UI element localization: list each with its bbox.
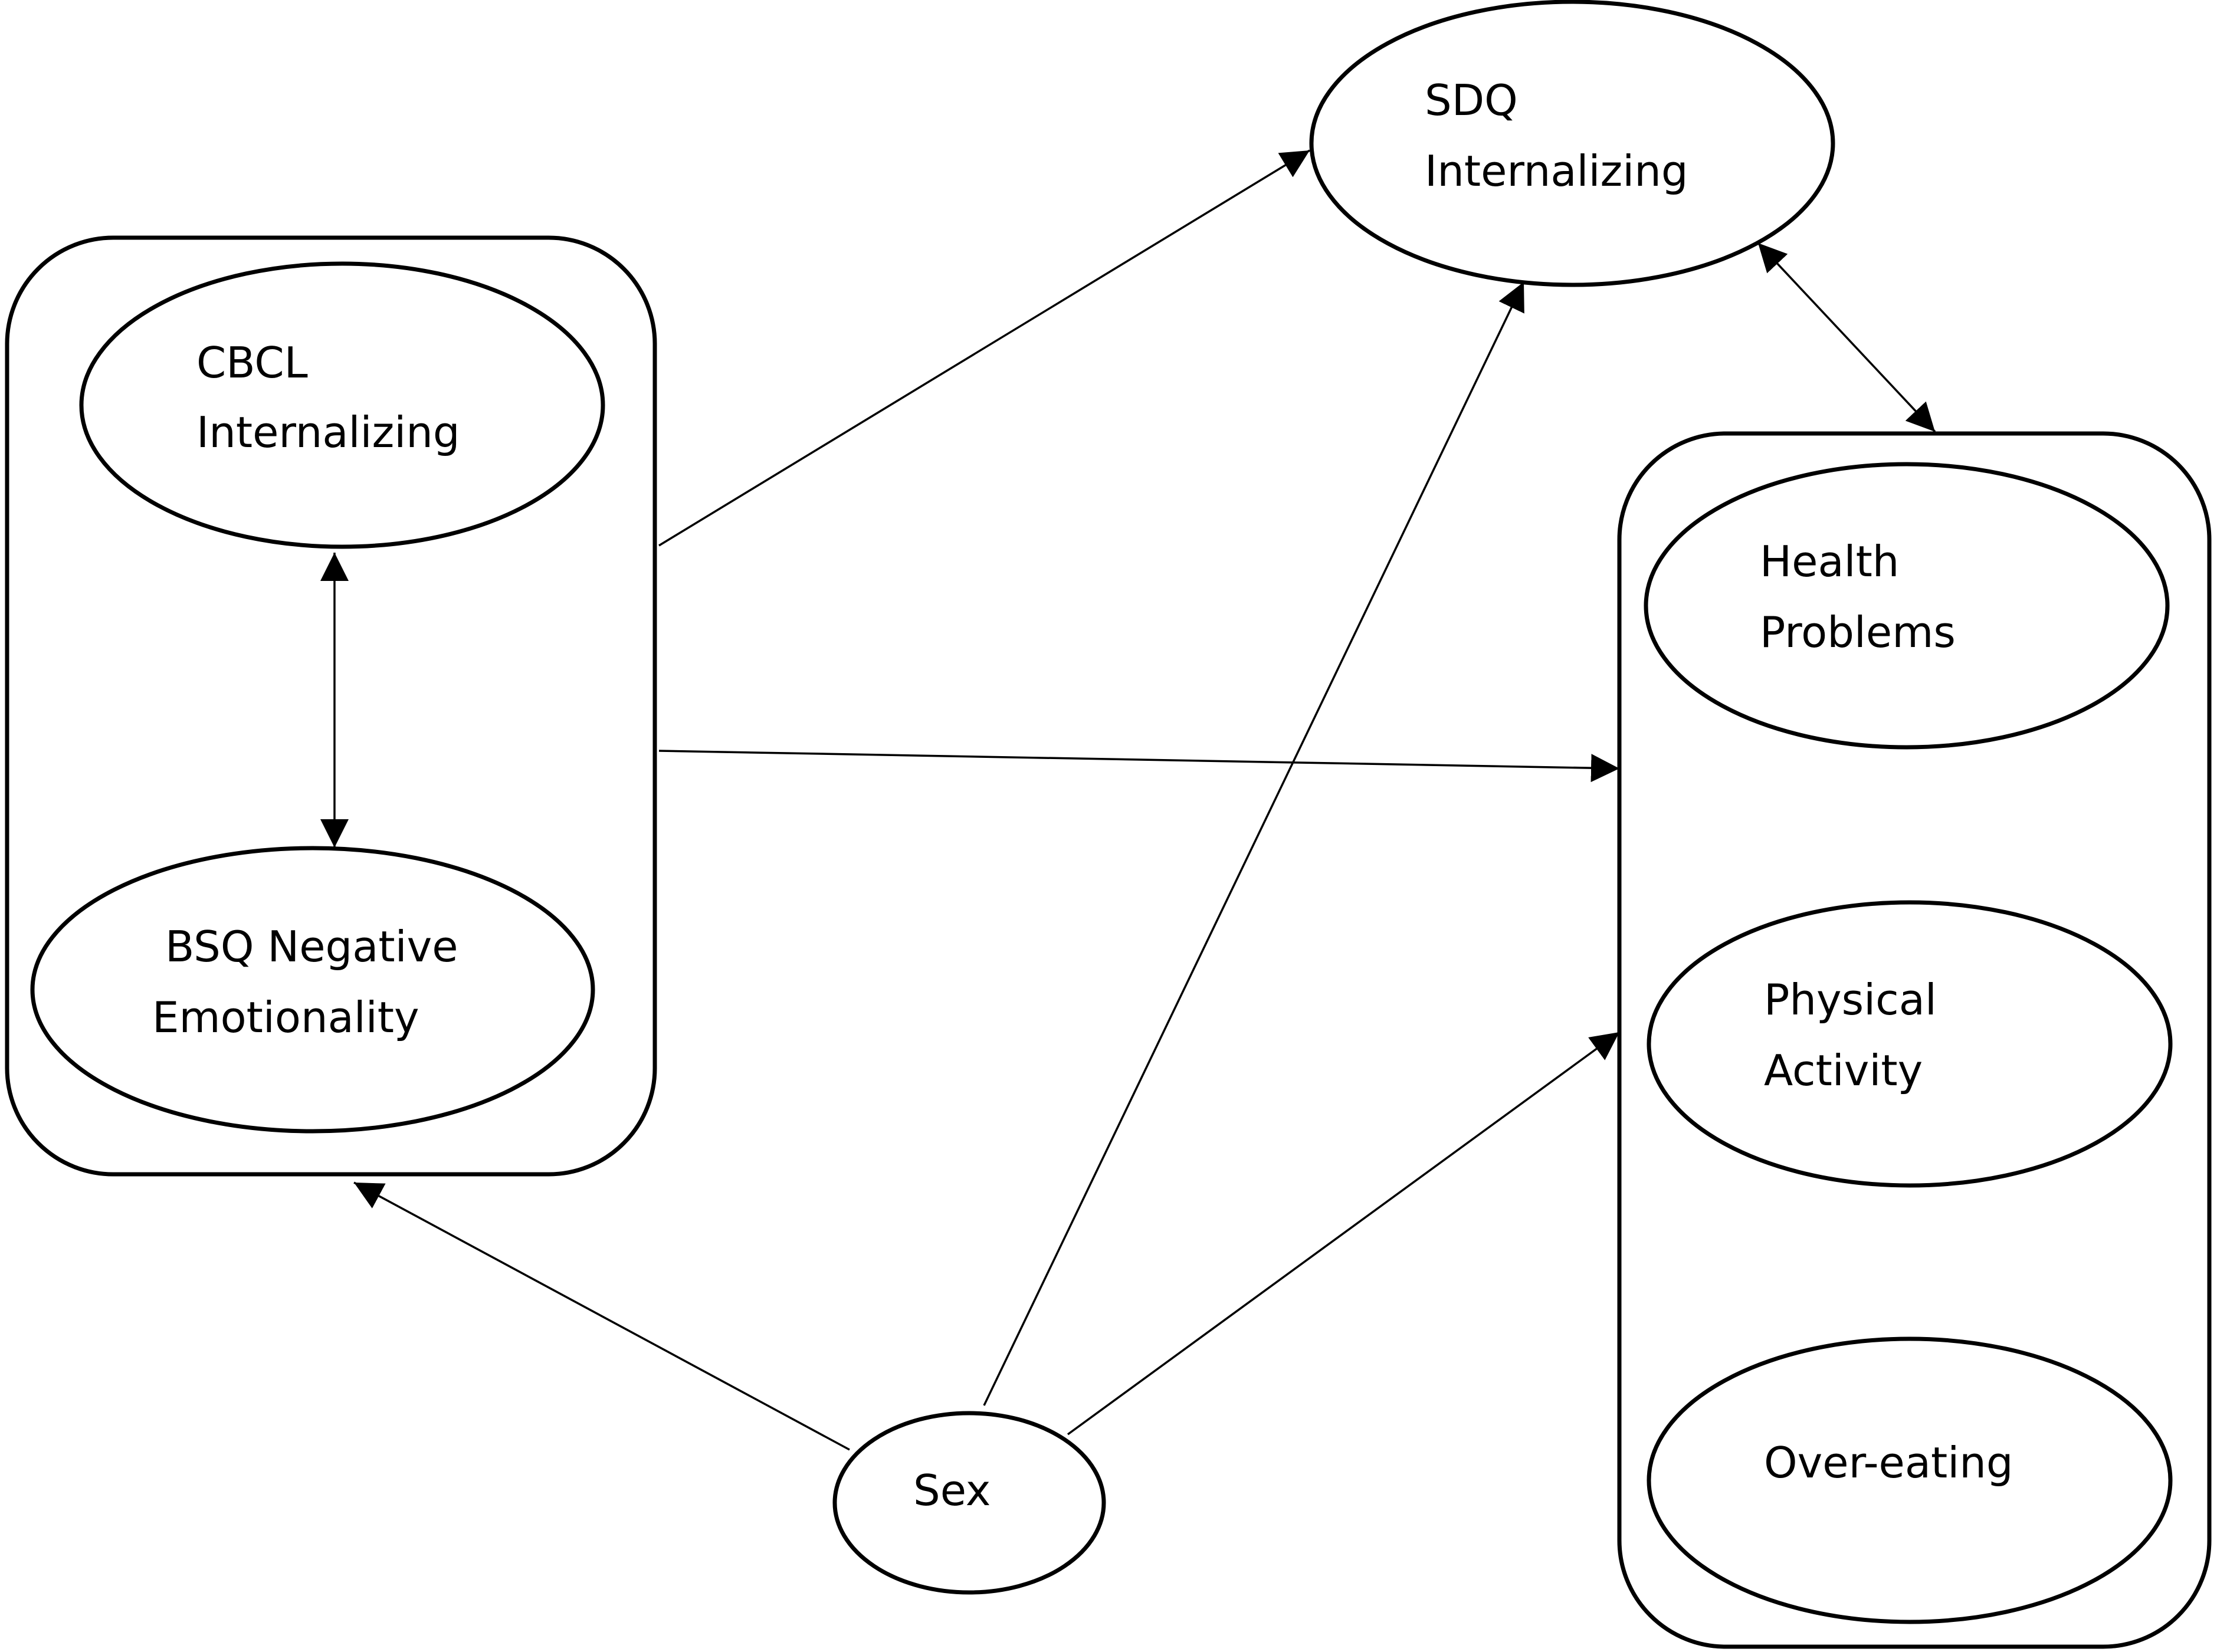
over-eating-label: Over-eating (1764, 1438, 2013, 1487)
edge-sex-to-sdq (983, 281, 1525, 1406)
sex-label: Sex (913, 1466, 991, 1515)
sdq-internalizing-node (1309, 0, 1835, 287)
cbcl-internalizing-node (79, 261, 605, 549)
sex-node (832, 1411, 1106, 1595)
edge-left-group-to-right-group (658, 750, 1620, 783)
health-label-line1: Health (1760, 537, 1899, 586)
edge-sdq-right-group-bidirectional (1757, 242, 1936, 433)
edge-left-group-to-sdq (658, 149, 1310, 547)
health-problems-node (1644, 462, 2170, 750)
bsq-negative-emotionality-node (30, 846, 595, 1134)
left-group-box (5, 235, 657, 1177)
right-group-box (1617, 431, 2212, 1649)
sdq-label-line1: SDQ (1425, 75, 1518, 125)
cbcl-label-line2: Internalizing (196, 408, 460, 457)
bsq-label-line1: BSQ Negative (165, 922, 458, 971)
cbcl-label-line1: CBCL (196, 338, 308, 387)
health-label-line2: Problems (1760, 607, 1956, 657)
physical-activity-node (1647, 900, 2173, 1188)
sdq-label-line2: Internalizing (1425, 146, 1688, 196)
over-eating-node (1647, 1336, 2173, 1624)
bsq-label-line2: Emotionality (152, 993, 419, 1042)
edge-sex-to-left-group (353, 1181, 850, 1451)
physical-label-line1: Physical (1764, 975, 1937, 1024)
physical-label-line2: Activity (1764, 1046, 1923, 1095)
edge-sex-to-right-group (1067, 1031, 1621, 1436)
